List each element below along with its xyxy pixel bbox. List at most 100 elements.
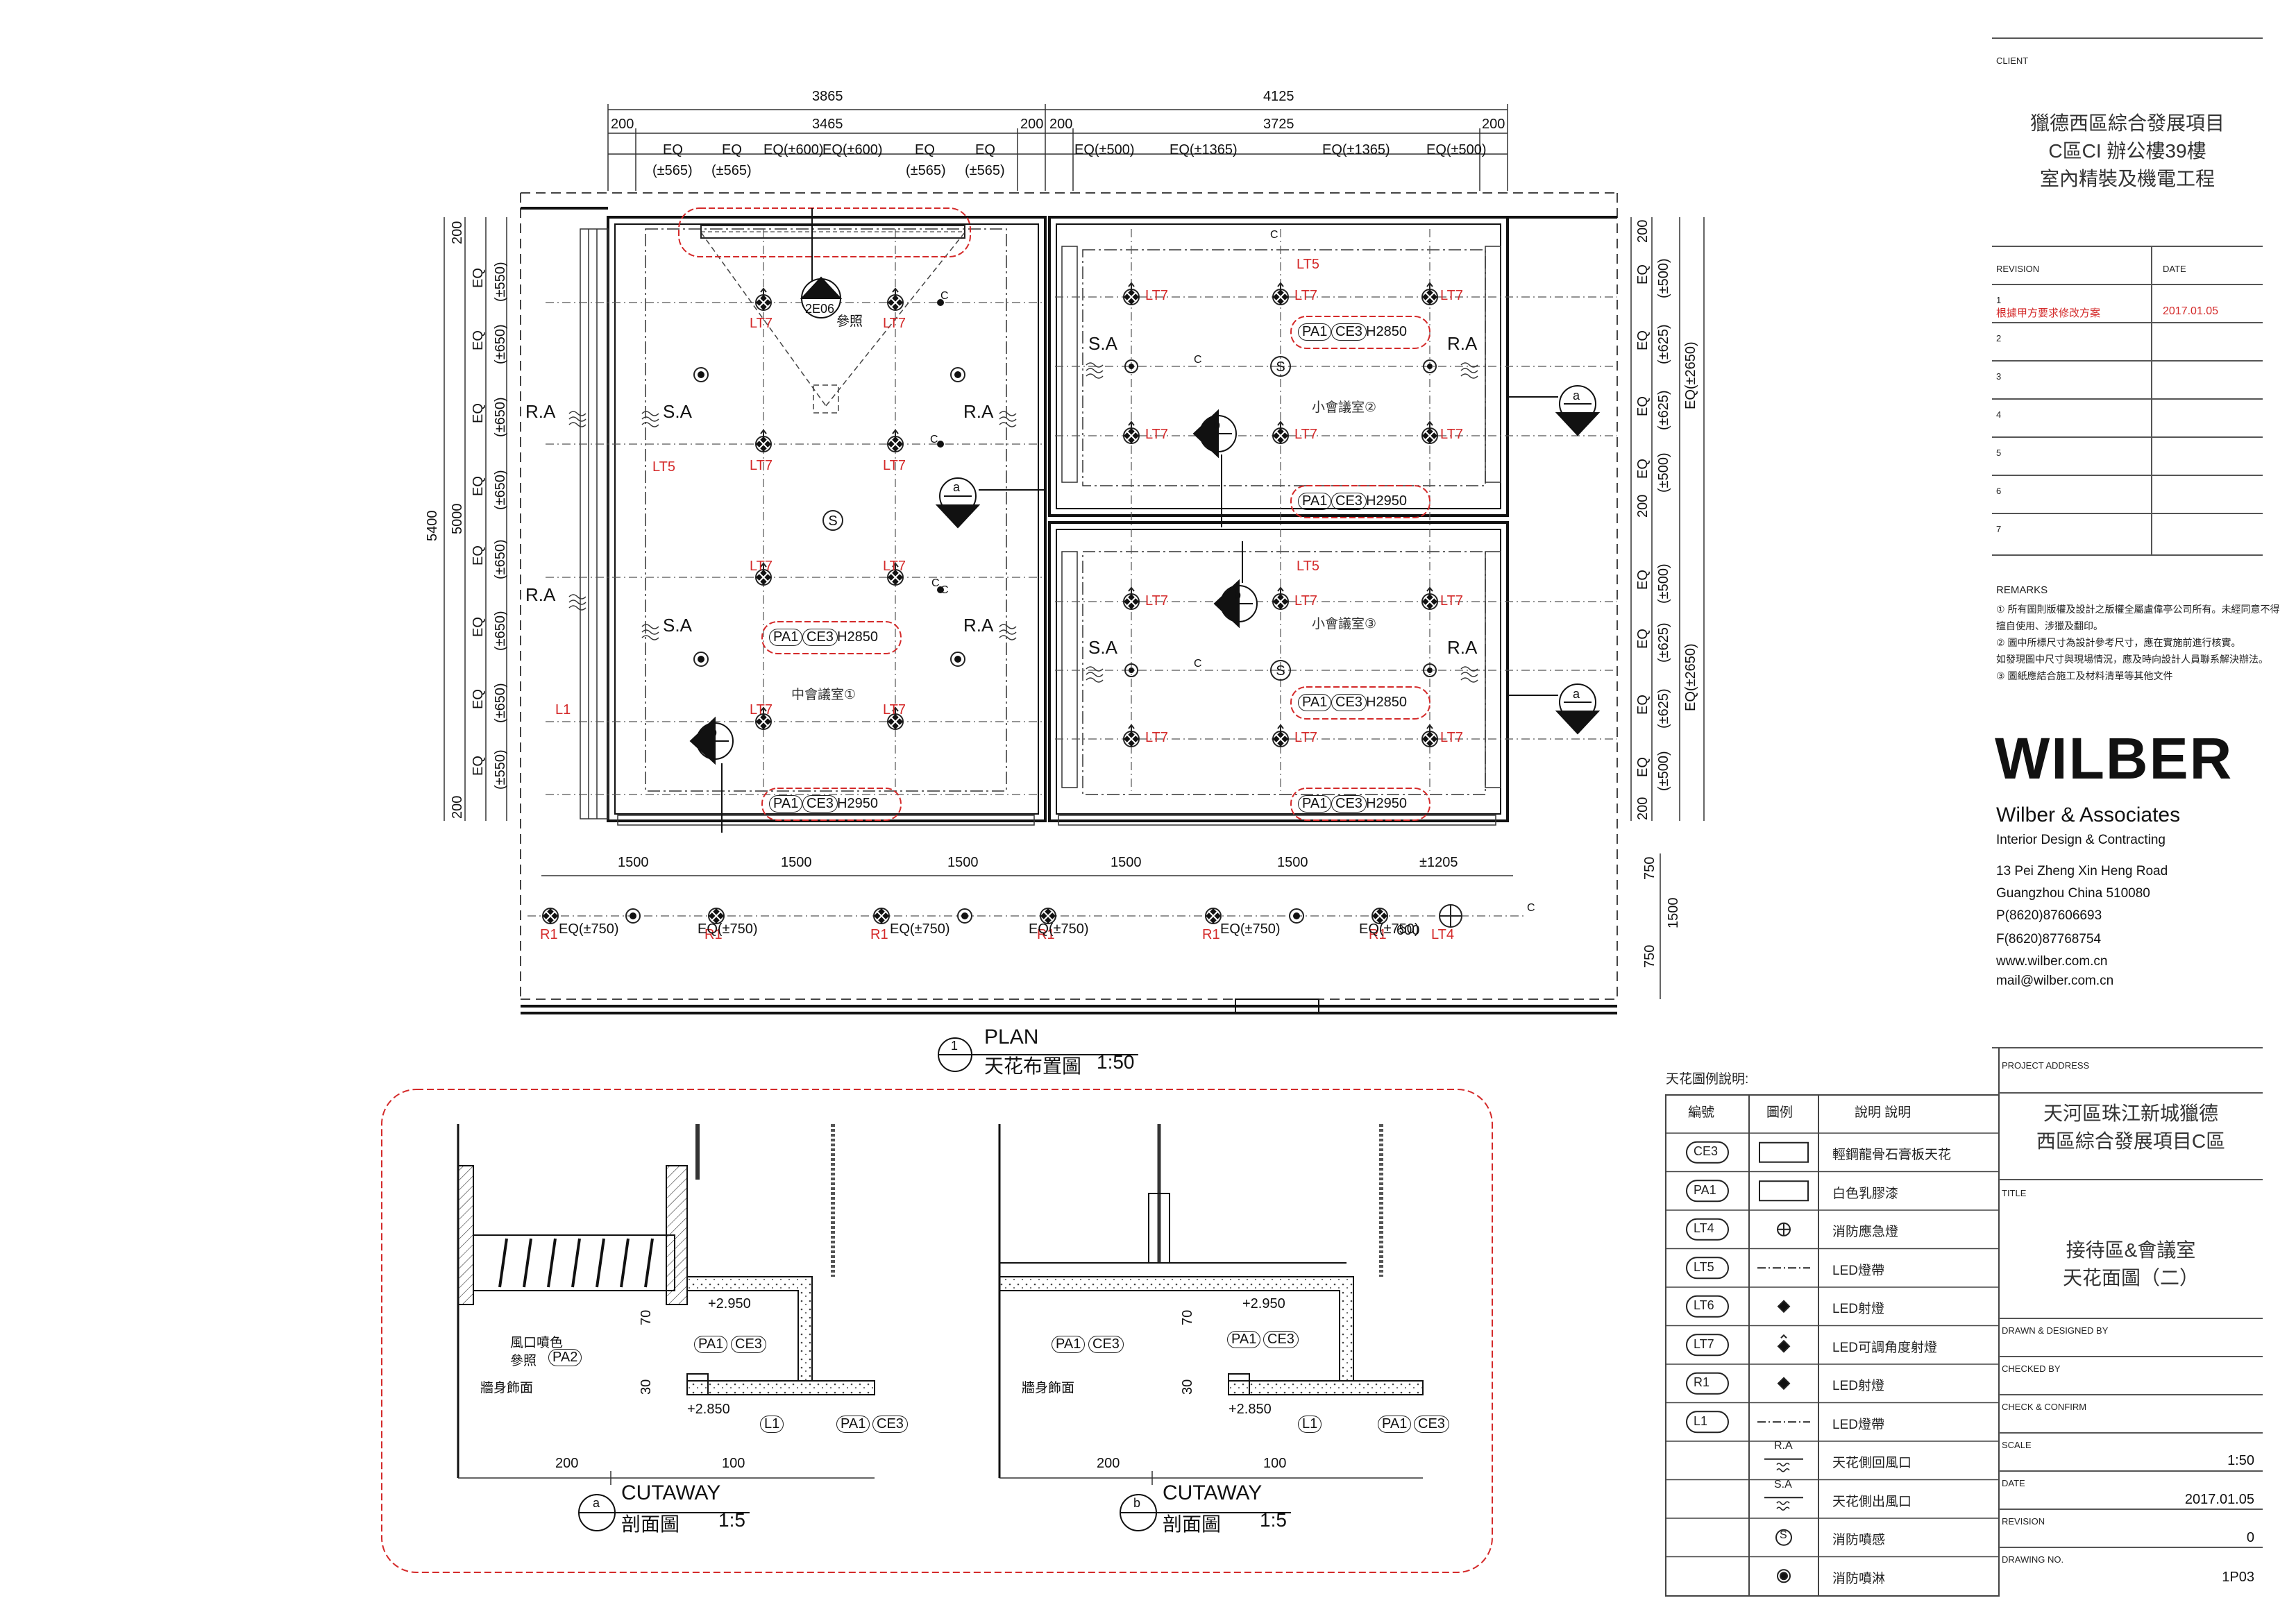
legend-symbol-L1 [1686,1411,1810,1434]
drawn-label: DRAWN & DESIGNED BY [2002,1325,2109,1336]
remarks-line: ② 圖中所標尺寸為設計參考尺寸，應在實施前進行核實。 [1996,637,2241,648]
company-address-1: 13 Pei Zheng Xin Heng Road [1996,864,2168,878]
ceiling-plan [444,104,1705,1072]
legend-header-symbol: 圖例 [1766,1105,1793,1120]
drawing-title-line-2: 天花面圖（二） [2062,1267,2199,1289]
company-web: www.wilber.com.cn [1996,954,2108,969]
legend-description: LED可調角度射燈 [1832,1340,1937,1355]
revision-row-number: 7 [1996,524,2002,534]
project-address-line-2: 西區綜合發展項目C區 [2036,1130,2226,1152]
legend-row-lines [1666,1132,1999,1558]
legend-code: LT6 [1694,1298,1714,1312]
legend-code-box [1686,1218,1729,1241]
legend-symbol-text: R.A [1774,1440,1793,1452]
sprinkler-heads [625,299,1437,924]
company-logo: WILBER [1995,726,2234,791]
company-phone: P(8620)87606693 [1996,908,2102,923]
checked-label: CHECKED BY [2002,1363,2061,1374]
drawing-no-label: DRAWING NO. [2002,1554,2064,1565]
revision-no-label: REVISION [2002,1516,2045,1527]
legend-circle [1775,1529,1792,1546]
client-name: 獵德西區綜合發展項目 C區CI 辦公樓39樓 室內精裝及機電工程 [1992,110,2263,193]
legend-symbol-sa [1764,1497,1803,1511]
section-marker-a3 [1508,683,1601,735]
revision-row-number: 2 [1996,333,2002,343]
client-line-2: C區CI 辦公樓39樓 [2048,140,2206,162]
legend-code-box [1686,1257,1729,1280]
plan-title-marker [938,1037,1138,1072]
legend-description: LED燈帶 [1832,1263,1884,1278]
legend-code: PA1 [1694,1182,1716,1197]
titleblock-frame [1992,37,2263,1048]
legend-code-box [1686,1180,1729,1203]
revision-row-desc: 根據甲方要求修改方案 [1996,307,2101,319]
legend-symbol-LT7 [1686,1334,1791,1357]
legend-code: L1 [1694,1413,1708,1428]
legend-code-box [1686,1141,1729,1164]
legend-dot [1780,1572,1788,1581]
legend-rect [1759,1141,1809,1163]
section-marker-b1 [689,716,734,833]
legend-header-code: 編號 [1688,1105,1715,1120]
revision-row-number: 6 [1996,486,2002,496]
remarks-label: REMARKS [1996,584,2048,596]
legend-diamond [1777,1339,1791,1353]
date-label: DATE [2002,1478,2025,1488]
revision-label: REVISION [1996,264,2040,274]
legend-code-box [1686,1334,1729,1357]
legend-header-desc: 說明 說明 [1855,1105,1911,1120]
company-address-2: Guangzhou China 510080 [1996,886,2150,901]
legend-code-box [1686,1372,1729,1395]
legend-diamond [1777,1377,1791,1391]
legend-description: 輕鋼龍骨石膏板天花 [1832,1148,1952,1162]
section-marker-a1 [935,477,1045,529]
legend-code-box [1686,1295,1729,1318]
legend-symbol-LT5 [1686,1257,1810,1280]
legend-vent-wave [1776,1501,1790,1511]
legend-description: 天花側出風口 [1832,1494,1912,1509]
legend-diamond [1777,1300,1791,1314]
project-address-line-1: 天河區珠江新城獵德 [2043,1103,2218,1124]
legend-symbol-dot [1777,1569,1791,1583]
legend-description: 天花側回風口 [1832,1456,1912,1470]
client-line-1: 獵德西區綜合發展項目 [2029,112,2225,134]
legend-symbol-R1 [1686,1372,1791,1395]
section-a-drawing [457,1124,875,1531]
revision-row-number: 3 [1996,371,2002,382]
legend-symbol-text: S [1780,1529,1787,1541]
revision-cloud-sections [381,1089,1493,1573]
section-marker-b2 [1192,409,1237,527]
legend-description: 消防噴淋 [1832,1571,1886,1586]
revision-no-value: 0 [2246,1530,2254,1545]
legend-table [1665,1048,2000,1597]
confirm-label: CHECK & CONFIRM [2002,1402,2087,1412]
legend-symbol-LT4 [1686,1218,1791,1241]
company-name: Wilber & Associates [1996,804,2181,826]
revision-row-number: 1 [1996,295,2002,305]
legend-arrow [1780,1334,1787,1339]
company-sub: Interior Design & Contracting [1996,833,2166,847]
remarks-line: 如發現圖中尺寸與現場情況，應及時向設計人員聯系解決辦法。 [1996,654,2268,665]
legend-description: LED射燈 [1832,1379,1884,1393]
legend-code-box [1686,1411,1729,1434]
revision-date-label: DATE [2163,264,2186,274]
date-value: 2017.01.05 [2184,1492,2254,1507]
legend-circle [1777,1569,1791,1583]
legend-symbol-CE3 [1686,1141,1809,1164]
remarks-line: ① 所有圖則版權及設計之版權全屬盧偉亭公司所有。未經同意不得 [1996,604,2280,615]
revision-row-number: 5 [1996,448,2002,458]
legend-code: LT7 [1694,1336,1714,1351]
drawing-title: 接待區&會議室 天花面圖（二） [1999,1237,2263,1292]
legend-code: CE3 [1694,1144,1719,1158]
scale-label: SCALE [2002,1440,2032,1450]
client-label: CLIENT [1996,56,2029,66]
legend-description: LED燈帶 [1832,1417,1884,1432]
section-marker-b3 [1213,541,1258,629]
section-b-drawing [998,1124,1424,1531]
legend-symbol-PA1 [1686,1180,1809,1203]
client-line-3: 室內精裝及機電工程 [2039,168,2215,189]
legend-code: R1 [1694,1375,1710,1389]
legend-symbols [1686,1141,1810,1583]
